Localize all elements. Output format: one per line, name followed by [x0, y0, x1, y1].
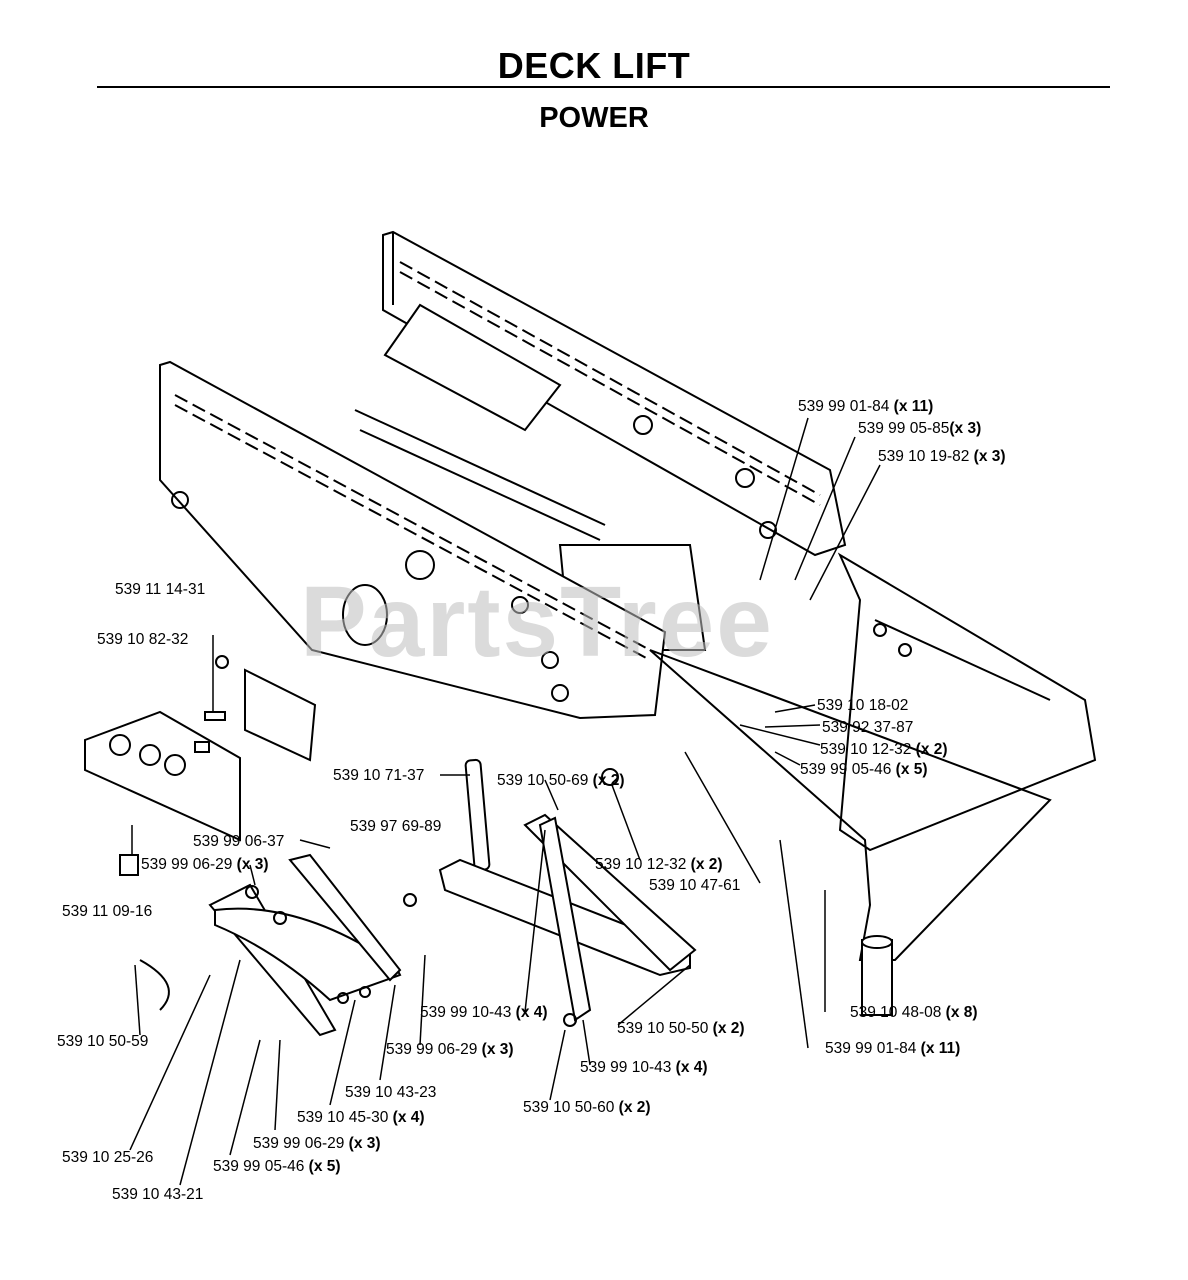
- part-label: 539 10 50-60 (x 2): [523, 1099, 651, 1116]
- part-label: 539 97 69-89: [350, 818, 442, 835]
- part-label: 539 10 82-32: [97, 631, 189, 648]
- part-label: 539 10 43-21: [112, 1186, 204, 1203]
- part-label: 539 10 50-69 (x 2): [497, 772, 625, 789]
- part-label: 539 99 05-46 (x 5): [800, 761, 928, 778]
- right-frame-rail: [382, 230, 847, 557]
- page-title: DECK LIFT: [497, 45, 691, 86]
- part-label: 539 10 25-26: [62, 1149, 154, 1166]
- part-label: 539 99 06-29 (x 3): [386, 1041, 514, 1058]
- part-label: 539 10 71-37: [333, 767, 425, 784]
- page-subtitle: POWER: [539, 102, 649, 134]
- part-label: 539 10 45-30 (x 4): [297, 1109, 425, 1126]
- title-divider: [97, 86, 1110, 88]
- left-frame-rail: [159, 360, 667, 720]
- part-label: 539 10 18-02: [817, 697, 909, 714]
- part-label: 539 10 47-61: [649, 877, 741, 894]
- sector-plate-assembly: [139, 853, 402, 1037]
- part-label: 539 99 05-85(x 3): [858, 420, 982, 437]
- part-label: 539 10 43-23: [345, 1084, 437, 1101]
- leader-lines: [129, 417, 881, 1186]
- part-label: 539 99 01-84 (x 11): [798, 398, 934, 415]
- part-label: 539 10 19-82 (x 3): [878, 448, 1006, 465]
- part-label: 539 99 06-29 (x 3): [253, 1135, 381, 1152]
- part-label: 539 11 14-31: [115, 581, 206, 598]
- part-label: 539 99 01-84 (x 11): [825, 1040, 961, 1057]
- lift-linkage: [403, 758, 697, 1027]
- part-label: 539 10 12-32 (x 2): [595, 856, 723, 873]
- rear-axle-housing: [649, 552, 1097, 1016]
- part-label: 539 10 50-59: [57, 1033, 149, 1050]
- part-label: 539 99 05-46 (x 5): [213, 1158, 341, 1175]
- part-label: 539 99 10-43 (x 4): [420, 1004, 548, 1021]
- part-label: 539 99 06-37: [193, 833, 285, 850]
- part-label: 539 99 06-29 (x 3): [141, 856, 269, 873]
- part-label: 539 10 50-50 (x 2): [617, 1020, 745, 1037]
- control-panel: [84, 655, 317, 876]
- part-label: 539 11 09-16: [62, 903, 153, 920]
- part-label: 539 92 37-87: [822, 719, 914, 736]
- part-label: 539 99 10-43 (x 4): [580, 1059, 708, 1076]
- watermark: PartsTree: [300, 566, 774, 678]
- part-label: 539 10 12-32 (x 2): [820, 741, 948, 758]
- part-label: 539 10 48-08 (x 8): [850, 1004, 978, 1021]
